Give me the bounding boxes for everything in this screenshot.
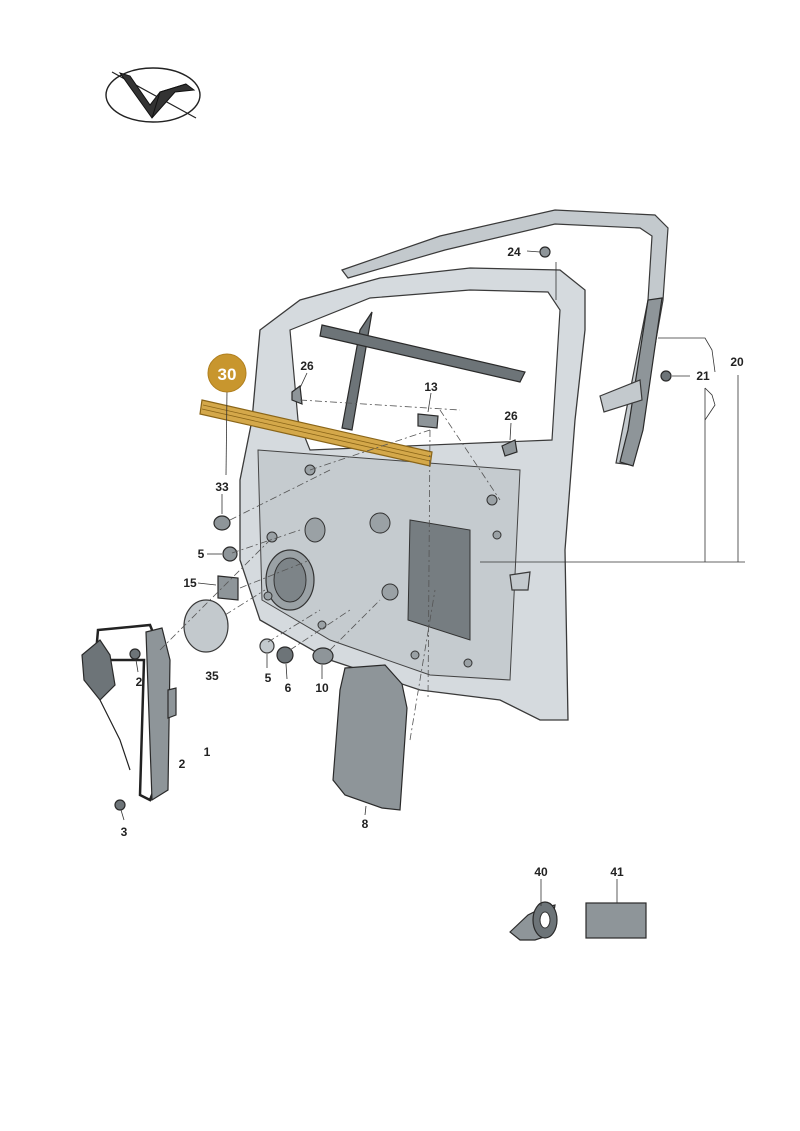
pad-15 xyxy=(217,575,239,601)
callout-26a: 26 xyxy=(300,359,314,373)
callout-6: 6 xyxy=(285,681,292,695)
bracket-26b xyxy=(501,439,518,457)
clip-24 xyxy=(539,246,551,258)
cover-35 xyxy=(183,599,229,653)
door-panel xyxy=(239,267,586,721)
callout-3: 3 xyxy=(121,825,128,839)
callout-20: 20 xyxy=(730,355,744,369)
plug-33 xyxy=(213,515,231,531)
screw-21 xyxy=(660,370,672,382)
leader-lines xyxy=(120,250,745,906)
callout-5a: 5 xyxy=(198,547,205,561)
callout-8: 8 xyxy=(362,817,369,831)
callout-5b: 5 xyxy=(265,671,272,685)
pad-13 xyxy=(417,413,439,429)
callout-26b: 26 xyxy=(504,409,518,423)
plug-10 xyxy=(312,647,334,665)
callout-15: 15 xyxy=(183,576,197,590)
window-regulator xyxy=(81,623,177,811)
callout-13: 13 xyxy=(424,380,438,394)
callout-labels: 24 26 26 13 21 20 33 5 15 35 2 2 1 3 5 6… xyxy=(121,245,744,879)
tape-roll-40 xyxy=(509,901,558,941)
callout-2b: 2 xyxy=(179,757,186,771)
bracket-26a xyxy=(291,384,303,405)
window-frame xyxy=(341,209,669,467)
pad-41 xyxy=(585,902,647,939)
brand-logo-icon xyxy=(105,67,201,123)
callout-33: 33 xyxy=(215,480,229,494)
plug-6 xyxy=(276,646,294,664)
cover-sheet-8 xyxy=(332,664,408,811)
plug-5a xyxy=(222,546,238,562)
highlight-number: 30 xyxy=(218,365,237,384)
plug-5b xyxy=(259,638,275,654)
callout-35: 35 xyxy=(205,669,219,683)
callout-2a: 2 xyxy=(136,675,143,689)
assembly-lines xyxy=(159,399,501,741)
callout-24: 24 xyxy=(507,245,521,259)
callout-41: 41 xyxy=(610,865,624,879)
callout-40: 40 xyxy=(534,865,548,879)
callout-21: 21 xyxy=(696,369,710,383)
callout-1: 1 xyxy=(204,745,211,759)
highlight-badge: 30 xyxy=(207,353,247,393)
callout-10: 10 xyxy=(315,681,329,695)
